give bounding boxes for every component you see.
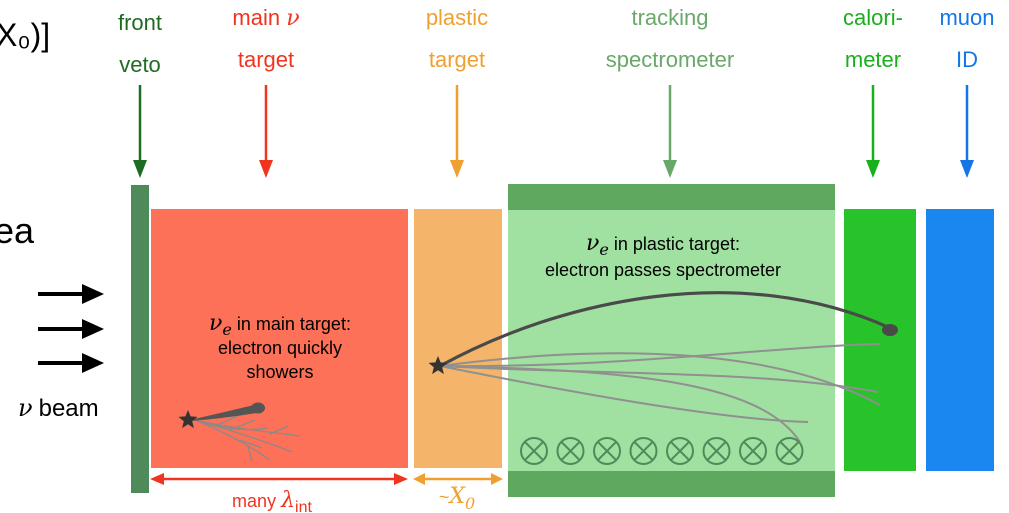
tracking-desc-line2: electron passes spectrometer	[545, 260, 781, 280]
plastic-target-block	[414, 209, 502, 468]
main-target-dimension: many λint	[150, 473, 408, 513]
plastic-target-vertex-star	[428, 356, 448, 375]
plastic-target-label-line1: plastic	[426, 5, 488, 30]
main-target-label-line1: main ν	[232, 5, 299, 31]
magnetic-field-into-page-icon	[775, 437, 804, 465]
tracking-magnet-rail-bottom	[508, 471, 835, 497]
tracking-label-line1: tracking	[631, 5, 708, 30]
beam-arrow-3	[38, 353, 104, 373]
main-target-desc-line1: νe in main target:	[209, 311, 351, 339]
muon-id-label-line1: muon	[939, 5, 994, 30]
main-target-block	[151, 209, 408, 468]
partial-text-mid-left: ea	[0, 210, 35, 251]
beam-arrow-1	[38, 284, 104, 304]
muon-id-label-line2: ID	[956, 47, 978, 72]
calorimeter-pointer-arrow	[866, 85, 880, 178]
tracking-pointer-arrow	[663, 85, 677, 178]
main-target-dimension-label: many λint	[232, 488, 312, 513]
electron-shower	[194, 415, 301, 463]
tracking-spectrometer-block	[508, 209, 835, 471]
main-target-pointer-arrow	[259, 85, 273, 178]
calorimeter-label: calori- meter	[843, 5, 903, 72]
plastic-target-dimension-label: ~X0	[439, 484, 475, 513]
main-target-vertex-star	[178, 410, 198, 429]
calorimeter-label-line1: calori-	[843, 5, 903, 30]
main-target-description: νe in main target: electron quickly show…	[209, 311, 351, 382]
main-target-label-line2: target	[238, 47, 294, 72]
magnetic-field-into-page-icon	[556, 437, 585, 465]
plastic-target-label: plastic target	[426, 5, 488, 72]
muon-id-label: muon ID	[939, 5, 994, 72]
front-veto-label: front veto	[118, 10, 162, 77]
calorimeter-label-line2: meter	[845, 47, 901, 72]
tracking-spectrometer-label: tracking spectrometer	[606, 5, 734, 72]
magnetic-field-into-page-icon	[702, 437, 731, 465]
beam-arrow-2	[38, 319, 104, 339]
muon-id-block	[926, 209, 994, 471]
main-target-label: main ν target	[232, 5, 299, 72]
main-target-desc-line2: electron quickly	[218, 338, 342, 358]
partial-text-top-left: X₀)]	[0, 17, 50, 53]
tracking-desc-line1: νe in plastic target:	[586, 231, 740, 259]
magnetic-field-into-page-icon	[629, 437, 658, 465]
magnetic-field-symbols	[520, 437, 804, 465]
main-target-desc-line3: showers	[246, 362, 313, 382]
electron-track-main-tip	[251, 402, 265, 414]
front-veto-label-line1: front	[118, 10, 162, 35]
front-veto-pointer-arrow	[133, 85, 147, 178]
tracking-label-line2: spectrometer	[606, 47, 734, 72]
plastic-target-pointer-arrow	[450, 85, 464, 178]
magnetic-field-into-page-icon	[593, 437, 621, 465]
plastic-target-dimension: ~X0	[413, 473, 503, 513]
front-veto-block	[131, 185, 149, 493]
electron-track-main	[190, 404, 262, 421]
magnetic-field-into-page-icon	[666, 437, 694, 465]
tracking-description: νe in plastic target: electron passes sp…	[545, 231, 781, 280]
secondary-tracks	[439, 343, 881, 443]
magnetic-field-into-page-icon	[520, 437, 548, 465]
magnetic-field-into-page-icon	[739, 437, 767, 465]
muon-id-pointer-arrow	[960, 85, 974, 178]
calorimeter-block	[844, 209, 916, 471]
beam-arrows	[38, 284, 104, 373]
plastic-target-label-line2: target	[429, 47, 485, 72]
tracking-magnet-rail-top	[508, 184, 835, 210]
electron-track-spectrometer	[439, 291, 891, 368]
front-veto-label-line2: veto	[119, 52, 161, 77]
electron-track-spectrometer-tip	[882, 324, 898, 336]
